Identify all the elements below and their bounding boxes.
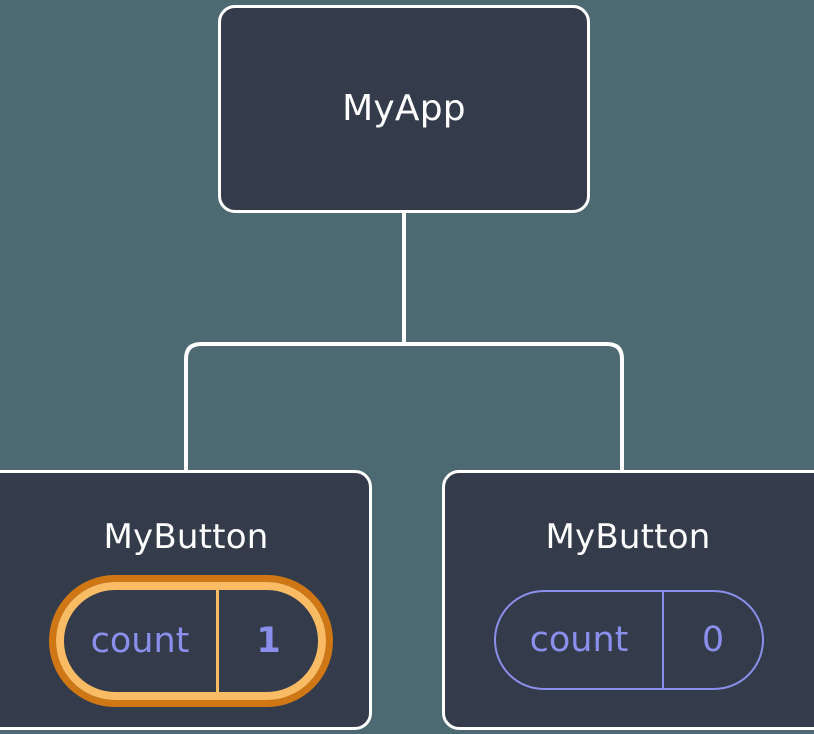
node-myapp[interactable]: MyApp	[218, 5, 590, 213]
state-value-label: 1	[216, 590, 318, 692]
node-title-mybutton-right: MyButton	[545, 517, 711, 557]
node-mybutton-right[interactable]: MyButton count 0	[442, 470, 814, 730]
state-pill-border: count 0	[494, 590, 764, 690]
state-pill-inner-ring: count 1	[56, 582, 326, 700]
state-pill-plain[interactable]: count 0	[494, 590, 764, 690]
node-mybutton-left[interactable]: MyButton count 1	[0, 470, 372, 730]
state-value-label: 0	[662, 592, 762, 688]
state-key-label: count	[529, 619, 629, 660]
node-title-mybutton-left: MyButton	[103, 517, 269, 557]
state-pill-highlighted[interactable]: count 1	[49, 575, 333, 707]
state-key-label: count	[90, 620, 190, 661]
node-title-myapp: MyApp	[342, 88, 466, 129]
connector-branch-bar	[184, 342, 624, 470]
state-pill-outer-ring: count 1	[49, 575, 333, 707]
